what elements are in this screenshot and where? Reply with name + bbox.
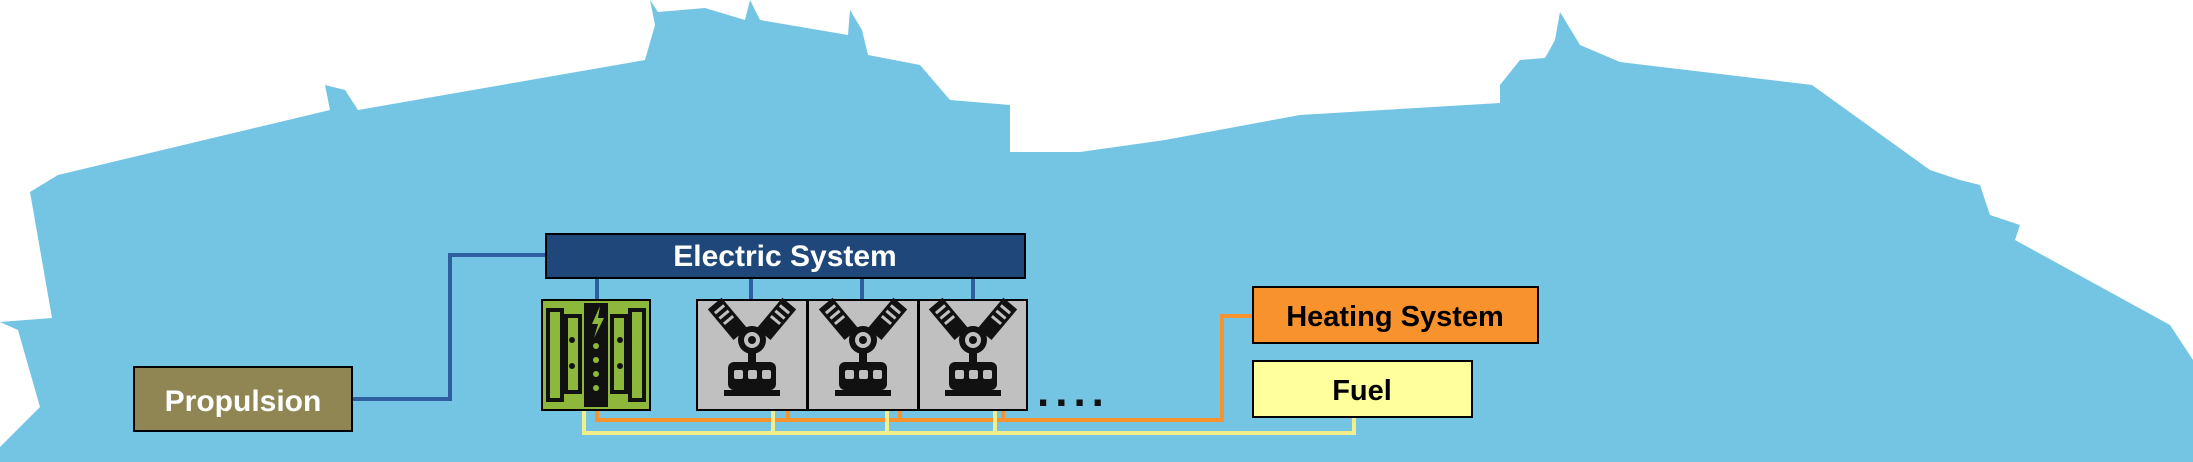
fuel-connections — [582, 410, 1356, 435]
propulsion-electric-line — [352, 253, 546, 401]
heating-system-label: Heating System — [1286, 301, 1504, 333]
heating-connections — [595, 314, 1253, 422]
power-converter-icon — [541, 299, 651, 411]
more-units-indicator: .... — [1037, 367, 1110, 416]
electric-system-label: Electric System — [673, 240, 896, 273]
heating-system-box: Heating System — [1252, 286, 1539, 344]
propulsion-box: Propulsion — [133, 366, 353, 432]
heating-main-line — [595, 314, 1253, 422]
fuel-label: Fuel — [1332, 375, 1392, 407]
electric-connections — [352, 253, 975, 401]
fuel-box: Fuel — [1252, 360, 1473, 418]
propulsion-label: Propulsion — [165, 385, 322, 418]
engine-generator-2 — [807, 297, 919, 411]
engine-generator-1 — [696, 297, 808, 411]
electric-system-box: Electric System — [545, 233, 1026, 279]
fuel-main-line — [582, 410, 1356, 435]
engine-generator-3 — [918, 297, 1028, 411]
